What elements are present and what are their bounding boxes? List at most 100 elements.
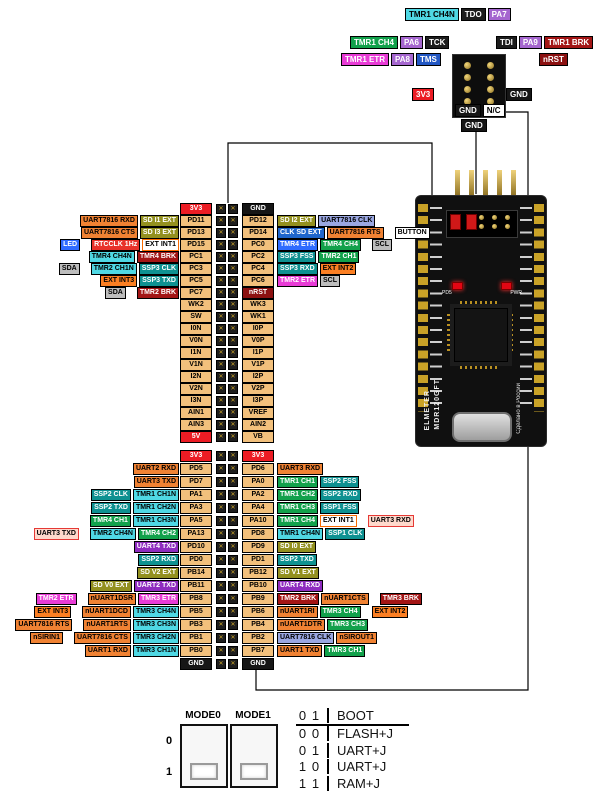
mode1-switch-knob bbox=[240, 763, 268, 780]
pin-hole bbox=[464, 98, 471, 105]
label-tmr4-ch1: TMR4 CH1 bbox=[89, 514, 131, 527]
pin-hole bbox=[505, 224, 510, 229]
pin-pb4: PB4 bbox=[242, 618, 274, 631]
label-tmr3-ch1n: TMR3 CH1N bbox=[132, 644, 179, 657]
pin-pc3: PC3 bbox=[180, 263, 212, 275]
hole: ✕ bbox=[216, 348, 226, 358]
hole: ✕ bbox=[216, 276, 226, 286]
scale-1: 1 bbox=[166, 766, 173, 778]
pin-hole bbox=[505, 215, 510, 220]
hole: ✕ bbox=[228, 541, 238, 552]
mode1-switch bbox=[230, 724, 278, 788]
label-scl: SCL bbox=[372, 239, 393, 251]
label-tmr2-brk: TMR2 BRK bbox=[136, 287, 179, 299]
pin-v0p: V0P bbox=[242, 335, 274, 347]
board-top-pin bbox=[497, 170, 502, 197]
pin-pa1: PA1 bbox=[180, 488, 212, 501]
hole: ✕ bbox=[228, 420, 238, 430]
pin-wk3: WK3 bbox=[242, 299, 274, 311]
label-ext-int3: EXT INT3 bbox=[100, 275, 138, 287]
label-uart7816-rts: UART7816 RTS bbox=[326, 227, 384, 239]
pin-row: I0N✕✕I0P bbox=[0, 323, 600, 335]
label-ext-int1: EXT INT1 bbox=[320, 514, 357, 527]
pin-pd8: PD8 bbox=[242, 527, 274, 540]
pin-pd9: PD9 bbox=[242, 540, 274, 553]
label-uart7816-rts: UART7816 RTS bbox=[15, 618, 73, 631]
label-pa6: PA6 bbox=[400, 36, 423, 49]
hole: ✕ bbox=[228, 515, 238, 526]
castellated-holes: ✕✕ bbox=[214, 567, 240, 578]
pin-vref: VREF bbox=[242, 407, 274, 419]
pin-row: WK2✕✕WK3 bbox=[0, 299, 600, 311]
label-nsirin1: nSIRIN1 bbox=[30, 631, 63, 644]
pin-i3p: I3P bbox=[242, 395, 274, 407]
label-ssp1-fss: SSP1 FSS bbox=[320, 501, 360, 514]
hole: ✕ bbox=[228, 645, 238, 656]
mode-name: UART+J bbox=[327, 759, 409, 775]
mcu-chip bbox=[454, 308, 508, 362]
pin-pd15: PD15 bbox=[180, 239, 212, 251]
castellated-holes: ✕✕ bbox=[214, 632, 240, 643]
board-top-pin bbox=[455, 170, 460, 197]
castellated-holes: ✕✕ bbox=[214, 432, 240, 442]
pin-pb7: PB7 bbox=[242, 644, 274, 657]
pin-pd7: PD7 bbox=[180, 475, 212, 488]
label-tmr1-ch4: TMR1 CH4 bbox=[277, 514, 319, 527]
pin-hole bbox=[487, 98, 494, 105]
hole: ✕ bbox=[228, 348, 238, 358]
pin-row: AIN1✕✕VREF bbox=[0, 407, 600, 419]
hole: ✕ bbox=[216, 228, 226, 238]
board-right-pads bbox=[534, 204, 544, 412]
castellated-holes: ✕✕ bbox=[214, 450, 240, 461]
label-ssp3-fss: SSP3 FSS bbox=[277, 251, 317, 263]
label-nuart1dcd: nUART1DCD bbox=[82, 605, 131, 618]
label-tmr2-brk: TMR2 BRK bbox=[277, 592, 320, 605]
label-tmr3-ch4: TMR3 CH4 bbox=[319, 605, 361, 618]
pin-row: V2N✕✕V2P bbox=[0, 383, 600, 395]
castellated-holes: ✕✕ bbox=[214, 348, 240, 358]
hole: ✕ bbox=[216, 489, 226, 500]
label-tmr1-ch1: TMR1 CH1 bbox=[277, 475, 319, 488]
pin-pb3: PB3 bbox=[180, 618, 212, 631]
label-tmr4-ch4: TMR4 CH4 bbox=[320, 239, 362, 251]
castellated-holes: ✕✕ bbox=[214, 541, 240, 552]
label-nrst: nRST bbox=[539, 53, 568, 66]
hole: ✕ bbox=[216, 240, 226, 250]
label-uart7816-cts: UART7816 CTS bbox=[80, 227, 138, 239]
pin-hole bbox=[487, 74, 494, 81]
pin-v1n: V1N bbox=[180, 359, 212, 371]
hole: ✕ bbox=[216, 567, 226, 578]
hole: ✕ bbox=[216, 580, 226, 591]
label-sd-v1-ext: SD V1 EXT bbox=[277, 566, 319, 579]
label-tdo: TDO bbox=[460, 8, 486, 21]
mode-name: UART+J bbox=[327, 742, 409, 758]
label-tmr3-ch2n: TMR3 CH2N bbox=[132, 631, 179, 644]
label-tdi: TDI bbox=[496, 36, 517, 49]
label-pa8: PA8 bbox=[391, 53, 414, 66]
label-tmr2-etr: TMR2 ETR bbox=[35, 592, 77, 605]
pin-pc0: PC0 bbox=[242, 239, 274, 251]
hole: ✕ bbox=[228, 372, 238, 382]
label-ext-int2: EXT INT2 bbox=[319, 263, 357, 275]
label-tmr4-etr: TMR4 ETR bbox=[277, 239, 318, 251]
label-ssp2-txd: SSP2 TXD bbox=[91, 501, 131, 514]
hole: ✕ bbox=[228, 228, 238, 238]
castellated-holes: ✕✕ bbox=[214, 580, 240, 591]
castellated-holes: ✕✕ bbox=[214, 396, 240, 406]
label-nuart1rts: nUART1RTS bbox=[83, 618, 131, 631]
label-sd-v2-ext: SD V2 EXT bbox=[137, 566, 179, 579]
